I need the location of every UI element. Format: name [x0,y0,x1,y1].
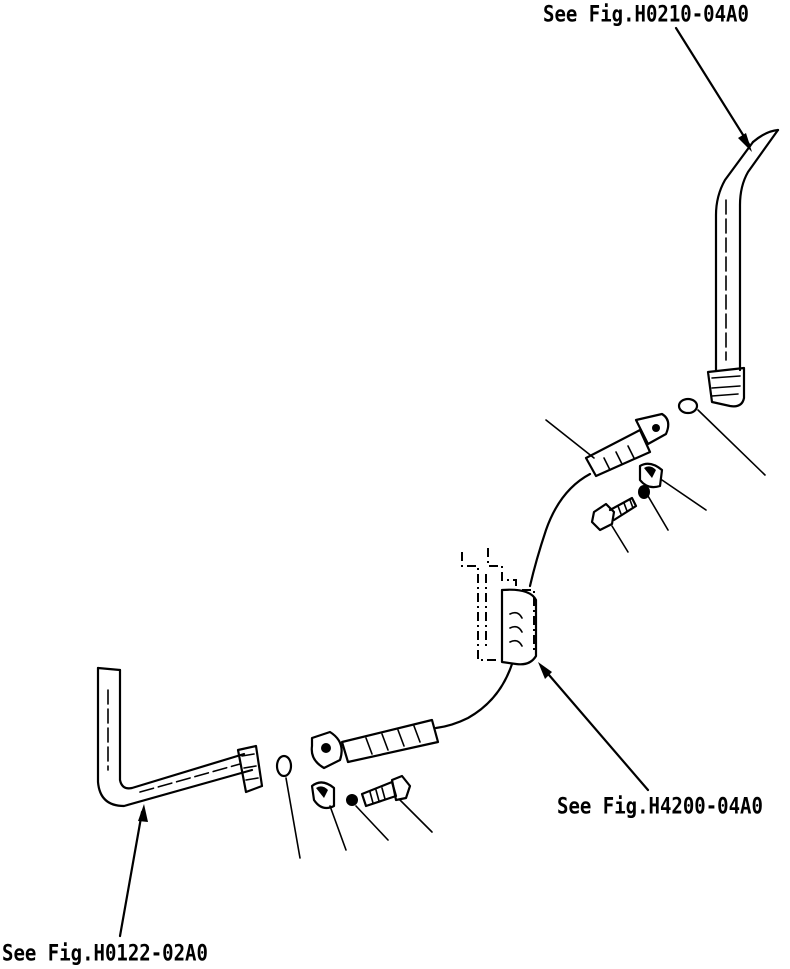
bottom-ref-arrow [118,804,148,938]
leader-line [355,805,389,841]
hose-lower [434,662,514,730]
leader-line [545,419,595,459]
middle-reference-label: See Fig.H4200-04A0 [557,794,763,820]
leader-line [661,479,707,511]
bolt-lower [360,774,412,808]
lower-hose-fitting [310,718,440,770]
center-bracket [461,548,538,666]
top-reference-label: See Fig.H0210-04A0 [543,2,749,28]
leader-line [647,495,669,531]
leader-line [329,805,347,851]
leader-line [611,525,629,553]
lower-tube [96,666,264,808]
hose-upper [528,472,592,588]
leader-line [399,799,433,833]
middle-ref-arrow [538,662,650,792]
split-flange-upper [638,462,664,489]
upper-tube [706,128,780,408]
upper-hose-fitting [584,412,670,478]
split-flange-lower [310,781,336,810]
leader-line [697,409,766,476]
bottom-reference-label: See Fig.H0122-02A0 [2,941,208,967]
washer-lower [346,794,358,806]
bolt-upper [590,496,638,532]
top-ref-arrow [674,26,752,152]
o-ring-upper [677,397,699,415]
washer-upper [638,485,650,499]
o-ring-lower [275,754,293,778]
leader-line [285,777,301,859]
